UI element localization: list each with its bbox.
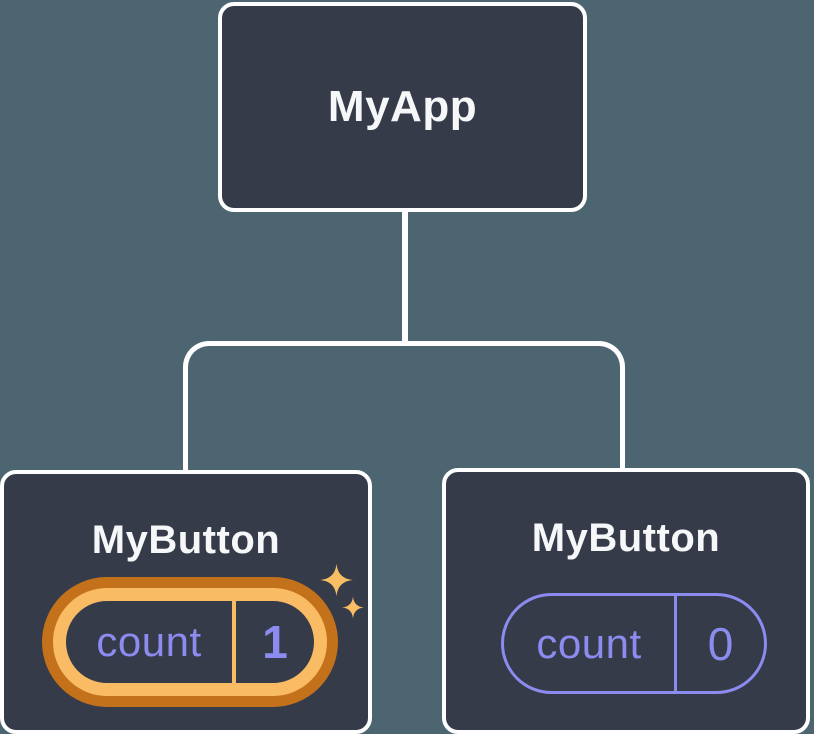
state-value: 1: [262, 616, 288, 668]
pill-divider: [674, 596, 677, 691]
sparkle-icon: [320, 563, 353, 597]
state-pill-highlighted: count 1: [53, 588, 327, 696]
state-name: count: [536, 619, 642, 667]
sparkle-icon: [342, 596, 364, 619]
state-name: count: [96, 618, 202, 665]
component-label: MyButton: [531, 516, 721, 560]
connector-branch: [183, 341, 625, 472]
component-node-root: MyApp: [218, 2, 587, 212]
component-node-left: MyButton count 1: [0, 470, 372, 734]
component-label: MyButton: [91, 518, 281, 562]
component-label: MyApp: [327, 82, 478, 131]
component-node-right: MyButton count 0: [442, 468, 810, 734]
pill-divider: [232, 601, 236, 683]
state-value: 0: [707, 617, 734, 670]
state-pill: count 0: [501, 593, 767, 694]
connector-stem: [402, 211, 408, 345]
